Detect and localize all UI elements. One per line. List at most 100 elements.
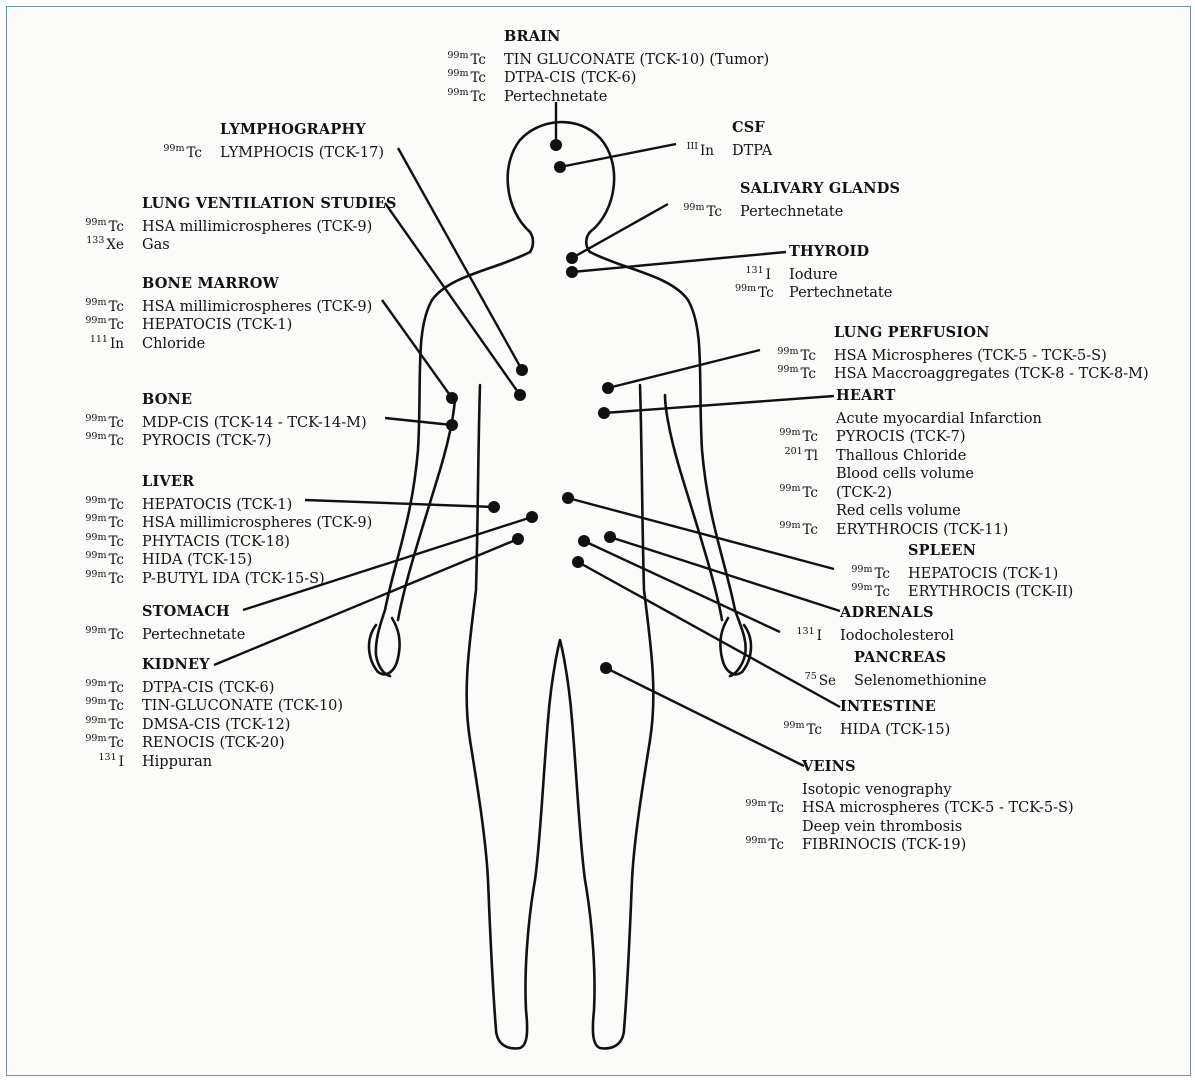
isotope-symbol: Tc (706, 204, 722, 220)
dot-lungvent (514, 389, 526, 401)
entry-row: 99mTcHSA millimicrospheres (TCK-9) (72, 510, 372, 529)
entry-row: 201TlThallous Chloride (764, 443, 1042, 462)
isotope-mass: 99m (85, 413, 106, 424)
isotope-mass: 99m (783, 720, 804, 731)
group-title: SPLEEN (836, 542, 1073, 561)
label-group-spleen: SPLEEN99mTcHEPATOCIS (TCK-1)99mTcERYTHRO… (836, 542, 1073, 598)
isotope-mass: III (687, 141, 698, 152)
isotope-symbol: In (110, 336, 124, 352)
agent-text: Iodocholesterol (840, 627, 954, 646)
isotope: 99mTc (72, 566, 124, 589)
isotope-mass: 99m (745, 798, 766, 809)
dot-bonemarrow (446, 392, 458, 404)
entry-row: 99mTcRENOCIS (TCK-20) (72, 730, 343, 749)
isotope-mass: 99m (777, 346, 798, 357)
torso-left (467, 385, 548, 1048)
group-title: KIDNEY (72, 656, 343, 675)
isotope: 99mTc (432, 84, 486, 107)
entry-row: Red cells volume (764, 498, 1042, 517)
label-group-pancreas: PANCREAS75SeSelenomethionine (788, 649, 987, 686)
isotope-symbol: Tc (768, 837, 784, 853)
right-inner-arm (665, 395, 722, 620)
entry-row: 99mTcHIDA (TCK-15) (770, 717, 950, 736)
dot-adrenals (604, 531, 616, 543)
dot-brain (550, 139, 562, 151)
isotope-symbol: Se (819, 673, 836, 689)
isotope-mass: 99m (85, 715, 106, 726)
entry-row: 99mTcDTPA-CIS (TCK-6) (72, 675, 343, 694)
entry-row: 131IHippuran (72, 749, 343, 768)
agent-text: Pertechnetate (142, 626, 245, 645)
label-group-thyroid: THYROID131IIodure99mTcPertechnetate (735, 243, 892, 299)
entry-row: Blood cells volume (764, 461, 1042, 480)
dot-csf (554, 161, 566, 173)
agent-text: PYROCIS (TCK-7) (142, 432, 271, 451)
agent-text: Selenomethionine (854, 672, 987, 691)
dot-kidney (512, 533, 524, 545)
isotope-symbol: Tc (802, 522, 818, 538)
entry-row: 99mTcHSA millimicrospheres (TCK-9) (72, 214, 397, 233)
isotope-symbol: Tc (470, 89, 486, 105)
group-title: THYROID (735, 243, 892, 262)
group-title: LYMPHOGRAPHY (150, 121, 384, 140)
group-title: PANCREAS (788, 649, 987, 668)
entry-row: Isotopic venography (730, 777, 1074, 796)
label-group-brain: BRAIN99mTcTIN GLUCONATE (TCK-10) (Tumor)… (432, 28, 769, 102)
label-group-veins: VEINSIsotopic venography99mTcHSA microsp… (730, 758, 1074, 851)
dot-spleen (562, 492, 574, 504)
agent-text: ERYTHROCIS (TCK-11) (836, 521, 1008, 540)
agent-text: Chloride (142, 335, 205, 354)
group-title: STOMACH (72, 603, 245, 622)
isotope-mass: 99m (85, 315, 106, 326)
agent-text: Pertechnetate (789, 284, 892, 303)
agent-text: HSA Maccroaggregates (TCK-8 - TCK-8-M) (834, 365, 1149, 384)
isotope-symbol: Tc (108, 433, 124, 449)
agent-text: P-BUTYL IDA (TCK-15-S) (142, 570, 325, 589)
label-group-liver: LIVER99mTcHEPATOCIS (TCK-1)99mTcHSA mill… (72, 473, 372, 584)
entry-row: 99mTcTIN-GLUCONATE (TCK-10) (72, 693, 343, 712)
isotope-symbol: Xe (106, 237, 124, 253)
label-group-adrenals: ADRENALS131IIodocholesterol (786, 604, 954, 641)
isotope-mass: 99m (85, 678, 106, 689)
isotope: 99mTc (770, 717, 822, 740)
group-title: BONE MARROW (72, 275, 372, 294)
torso-right (572, 385, 653, 1048)
isotope-mass: 99m (85, 733, 106, 744)
entry-row: 99mTcHSA Maccroaggregates (TCK-8 - TCK-8… (762, 361, 1149, 380)
entry-row: 99mTcHIDA (TCK-15) (72, 547, 372, 566)
isotope-mass: 131 (797, 626, 815, 637)
isotope-symbol: Tc (874, 584, 890, 600)
isotope-mass: 201 (785, 446, 803, 457)
isotope-symbol: Tc (806, 722, 822, 738)
label-group-salivary: SALIVARY GLANDS99mTcPertechnetate (670, 180, 900, 217)
isotope-mass: 99m (447, 87, 468, 98)
group-title: LUNG VENTILATION STUDIES (72, 195, 397, 214)
isotope: 131I (72, 749, 124, 772)
isotope-mass: 133 (86, 235, 104, 246)
agent-text: DTPA (732, 142, 772, 161)
agent-text: Gas (142, 236, 170, 255)
entry-row: IIIInDTPA (680, 138, 772, 157)
isotope-mass: 99m (85, 431, 106, 442)
dot-lungperf (602, 382, 614, 394)
entry-row: 99mTcHEPATOCIS (TCK-1) (72, 492, 372, 511)
dot-lymph (516, 364, 528, 376)
label-group-intestine: INTESTINE99mTcHIDA (TCK-15) (770, 698, 950, 735)
isotope-mass: 99m (779, 427, 800, 438)
label-group-lungperf: LUNG PERFUSION99mTcHSA Microspheres (TCK… (762, 324, 1149, 380)
isotope-mass: 99m (85, 513, 106, 524)
group-title: CSF (680, 119, 772, 138)
